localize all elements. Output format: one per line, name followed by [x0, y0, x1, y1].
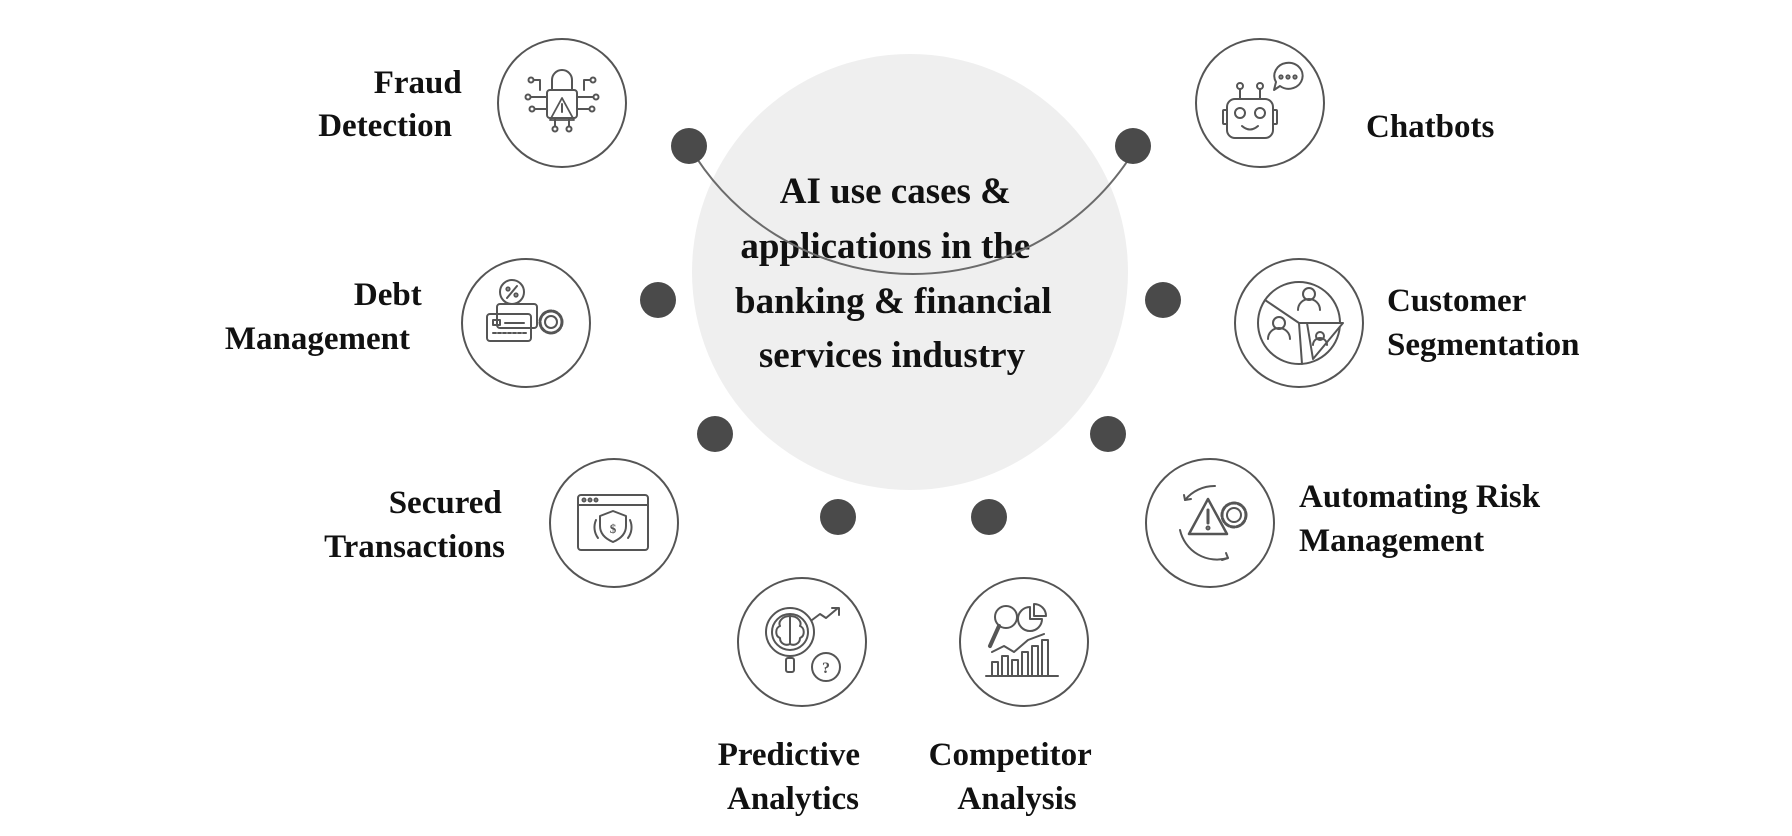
label-line: Management — [225, 321, 410, 357]
center-title-line: AI use cases & — [780, 171, 1011, 212]
arc-node — [820, 499, 856, 535]
lock-alert-circuit-icon — [497, 38, 627, 168]
warning-gear-cycle-icon — [1145, 458, 1275, 588]
arc-node — [640, 282, 676, 318]
arc-node — [1090, 416, 1126, 452]
label-chatbots: Chatbots — [1366, 109, 1495, 145]
arc-node — [971, 499, 1007, 535]
segmented-pie-users-icon — [1234, 258, 1364, 388]
browser-dollar-shield-icon — [549, 458, 679, 588]
label-automating-risk-management: Automating Risk Management — [1299, 479, 1548, 559]
center-title: AI use cases & applications in the banki… — [735, 171, 1061, 376]
question-glyph: ? — [822, 660, 830, 677]
robot-speech-icon — [1195, 38, 1325, 168]
label-fraud-detection: Fraud Detection — [318, 65, 470, 144]
center-title-line: applications in the — [740, 226, 1030, 267]
label-predictive-analytics: Predictive Analytics — [718, 737, 869, 817]
label-line: Predictive — [718, 737, 860, 773]
label-line: Management — [1299, 523, 1484, 559]
center-title-line: services industry — [759, 335, 1026, 376]
label-line: Debt — [354, 277, 422, 313]
label-customer-segmentation: Customer Segmentation — [1387, 283, 1580, 363]
label-line: Competitor — [929, 737, 1092, 773]
label-debt-management: Debt Management — [225, 277, 430, 357]
label-line: Detection — [318, 108, 452, 144]
center-title-line: banking & financial — [735, 281, 1052, 322]
label-line: Secured — [389, 485, 502, 521]
card-percent-gear-icon — [461, 258, 591, 388]
label-line: Analysis — [957, 781, 1076, 817]
label-line: Customer — [1387, 283, 1526, 319]
arc-node — [1115, 128, 1151, 164]
label-competitor-analysis: Competitor Analysis — [929, 737, 1100, 817]
label-secured-transactions: Secured Transactions — [324, 485, 510, 565]
dollar-glyph: $ — [610, 521, 617, 536]
label-line: Fraud — [374, 65, 462, 101]
arc-node — [697, 416, 733, 452]
label-line: Transactions — [324, 529, 505, 565]
brain-magnifier-icon — [737, 577, 867, 707]
arc-node — [671, 128, 707, 164]
label-line: Automating Risk — [1299, 479, 1541, 515]
center-circle — [692, 54, 1128, 490]
magnifier-chart-icon — [959, 577, 1089, 707]
connector-arc — [688, 145, 1138, 275]
label-line: Chatbots — [1366, 109, 1495, 145]
label-line: Segmentation — [1387, 327, 1580, 363]
arc-node — [1145, 282, 1181, 318]
label-line: Analytics — [727, 781, 859, 817]
